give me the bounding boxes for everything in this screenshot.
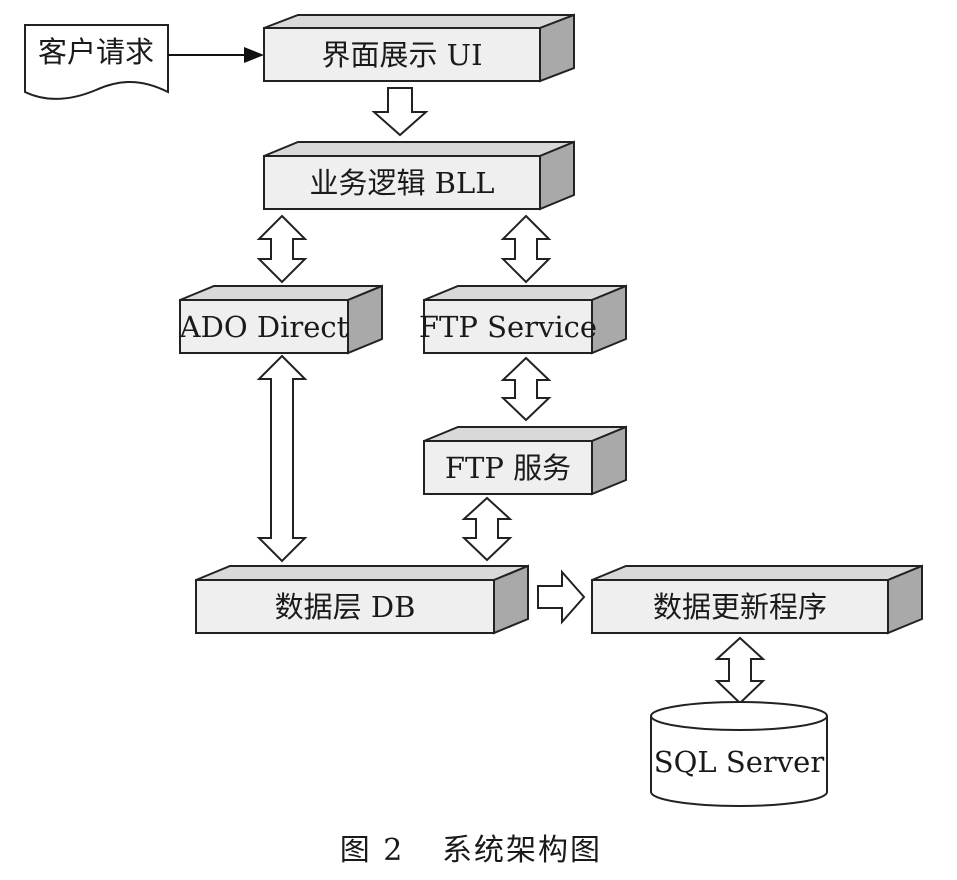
right-arrow-icon [537,569,586,625]
bll-layer-box: 业务逻辑 BLL [263,140,575,211]
bidirectional-arrow-icon [256,354,308,563]
sql-server-label: SQL Server [654,745,825,779]
sql-server-database: SQL Server [650,701,828,807]
bidirectional-arrow-icon [256,214,308,284]
ui-layer-box: 界面展示 UI [263,13,575,83]
document-shape [24,24,169,100]
arrowhead-icon [244,47,264,63]
db-layer-box: 数据层 DB [195,564,529,635]
ui-layer-label: 界面展示 UI [321,38,482,72]
ftp-server-box: FTP 服务 [423,425,627,496]
bidirectional-arrow-icon [461,496,513,562]
data-update-label: 数据更新程序 [653,590,827,624]
figure-caption: 图 2 系统架构图 [340,833,602,868]
data-update-box: 数据更新程序 [591,564,923,635]
down-arrow-icon [371,87,429,137]
bidirectional-arrow-icon [714,636,766,705]
figure-number: 图 2 [340,833,405,868]
db-layer-label: 数据层 DB [275,590,416,624]
ftp-server-label: FTP 服务 [445,451,571,485]
figure-title: 系统架构图 [442,833,602,868]
bidirectional-arrow-icon [500,356,552,422]
ado-direct-label: ADO Direct [179,310,349,344]
client-request-label: 客户请求 [38,35,154,69]
bll-layer-label: 业务逻辑 BLL [309,166,494,200]
ftp-service-label: FTP Service [419,310,597,344]
bidirectional-arrow-icon [500,214,552,284]
client-request-node: 客户请求 [24,24,169,100]
client-to-ui-connector [168,47,264,63]
ftp-service-box: FTP Service [419,284,627,355]
database-icon [650,716,828,807]
ado-direct-box: ADO Direct [179,284,383,355]
